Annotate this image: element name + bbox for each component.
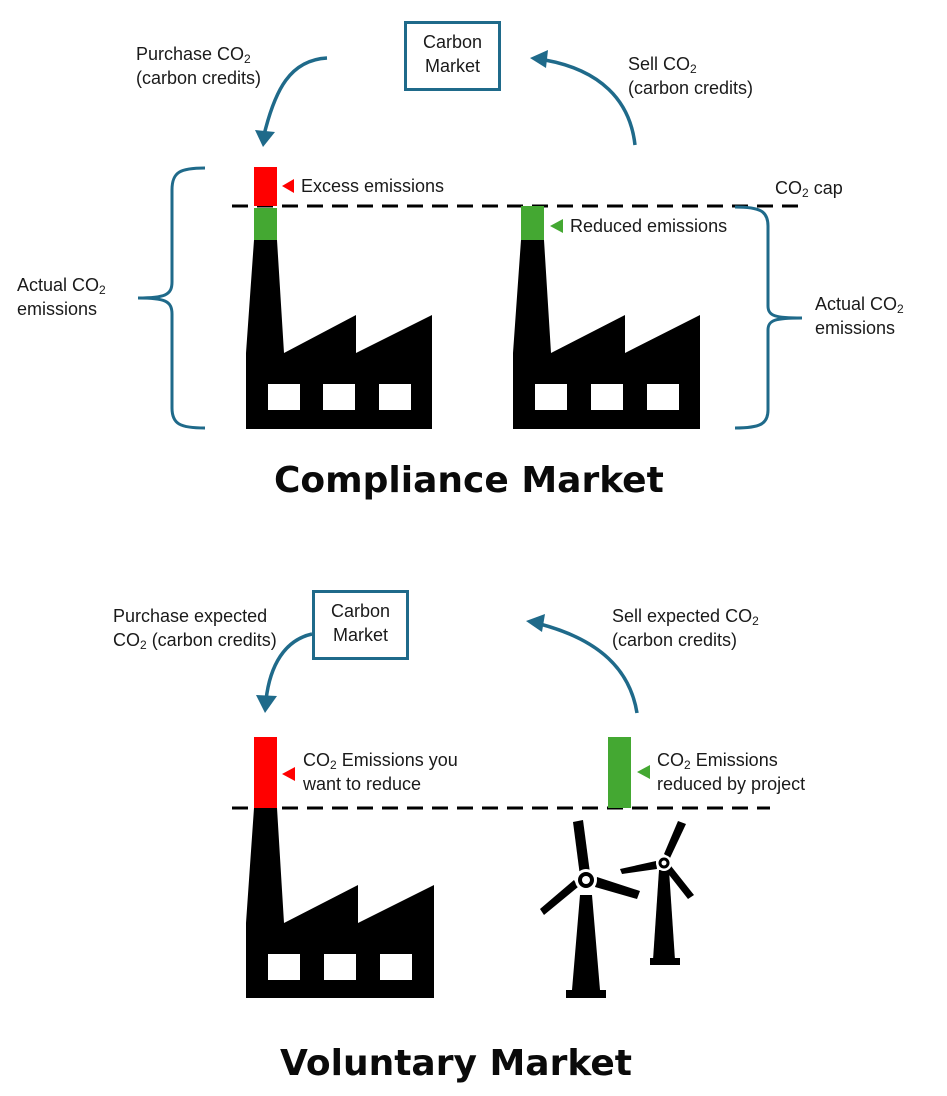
purchase-arrow-voluntary bbox=[264, 632, 313, 701]
purchase-expected-co2-label: Purchase expected CO2 (carbon credits) bbox=[113, 606, 277, 652]
right-brace bbox=[734, 205, 803, 430]
project-reduced-label: CO2 Emissions reduced by project bbox=[657, 750, 806, 794]
want-reduce-label: CO2 Emissions you want to reduce bbox=[303, 750, 458, 794]
purchase-arrowhead bbox=[255, 130, 275, 147]
purchase-co2-label: Purchase CO2 (carbon credits) bbox=[136, 44, 262, 88]
market-box-line1: Carbon bbox=[330, 601, 391, 621]
factory-icon-left bbox=[246, 167, 432, 429]
reduced-emissions-label: Reduced emissions bbox=[570, 216, 728, 236]
sell-arrow-voluntary bbox=[539, 622, 639, 714]
purchase-arrowhead-voluntary bbox=[256, 695, 277, 713]
actual-emissions-right-label: Actual CO2 emissions bbox=[815, 294, 904, 338]
left-brace bbox=[137, 166, 206, 430]
sell-expected-co2-label: Sell expected CO2 (carbon credits) bbox=[612, 606, 759, 650]
project-pointer-icon bbox=[637, 765, 650, 779]
sell-arrowhead bbox=[530, 50, 548, 68]
sell-arrowhead-voluntary bbox=[526, 614, 545, 632]
factory-icon-right bbox=[513, 206, 700, 429]
market-box-line2: Market bbox=[332, 625, 388, 645]
co2-cap-label: CO2 cap bbox=[775, 178, 843, 200]
wind-turbine-icon-large bbox=[540, 820, 640, 998]
market-box-line1: Carbon bbox=[422, 32, 483, 52]
market-box-line2: Market bbox=[424, 56, 480, 76]
wind-turbine-icon-small bbox=[620, 821, 694, 965]
project-reduced-bar bbox=[608, 737, 631, 808]
factory-icon-voluntary bbox=[246, 737, 434, 998]
reduced-emissions-bar bbox=[521, 206, 544, 240]
sell-co2-label: Sell CO2 (carbon credits) bbox=[628, 54, 754, 98]
purchase-arrow bbox=[262, 56, 328, 136]
carbon-market-box-voluntary: Carbon Market bbox=[312, 590, 409, 660]
sell-arrow bbox=[544, 58, 637, 146]
voluntary-market-title: Voluntary Market bbox=[280, 1043, 632, 1084]
actual-emissions-left-label: Actual CO2 emissions bbox=[17, 275, 106, 319]
excess-pointer-icon bbox=[282, 179, 294, 193]
compliance-market-title: Compliance Market bbox=[274, 460, 664, 501]
reduced-portion-bar bbox=[254, 208, 277, 240]
carbon-market-box: Carbon Market bbox=[404, 21, 501, 91]
excess-emissions-label: Excess emissions bbox=[301, 176, 445, 196]
excess-emissions-bar bbox=[254, 167, 277, 206]
reduced-pointer-icon bbox=[550, 219, 563, 233]
want-reduce-bar bbox=[254, 737, 277, 808]
want-reduce-pointer-icon bbox=[282, 767, 295, 781]
